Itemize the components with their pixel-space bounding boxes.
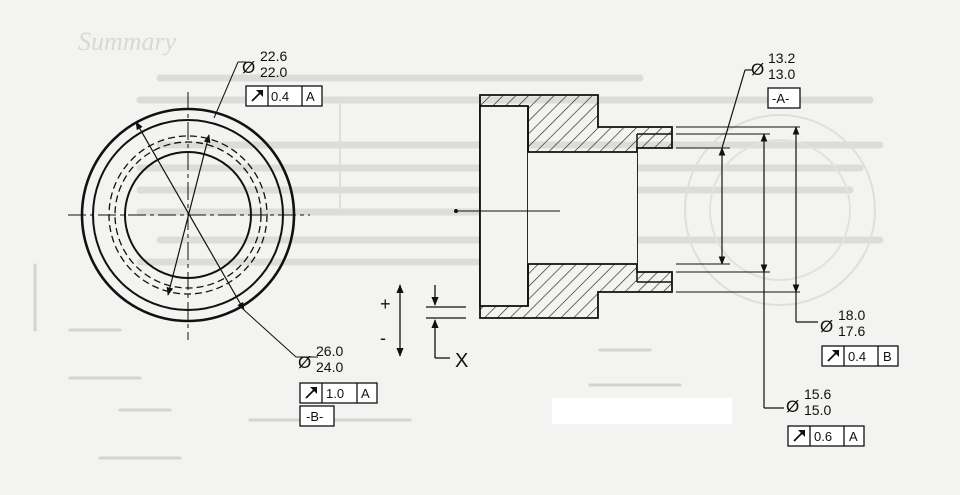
feature-control-frame: 1.0 A xyxy=(299,382,378,404)
datum-b-box: -B- xyxy=(299,405,335,427)
dim-upper: 13.2 xyxy=(768,50,795,66)
dim-13: Ø 13.2 13.0 -A- xyxy=(751,50,801,109)
dim-outer-22: Ø 22.6 22.0 0.4 A xyxy=(242,48,323,107)
white-patch xyxy=(552,398,732,424)
dim-lower: 15.0 xyxy=(804,402,831,418)
left-end-view xyxy=(68,61,310,358)
fcf-datum: A xyxy=(849,429,858,444)
dim-lower: 22.0 xyxy=(260,64,287,80)
plus-sign: + xyxy=(380,294,391,314)
feature-control-frame: 0.4 B xyxy=(821,345,899,367)
fcf-datum: A xyxy=(306,89,315,104)
dim-upper: 22.6 xyxy=(260,48,287,64)
runout-arrow-icon xyxy=(827,350,839,362)
fcf-datum: B xyxy=(883,349,892,364)
diameter-symbol: Ø xyxy=(298,353,311,372)
x-label: X xyxy=(455,350,468,372)
diameter-symbol: Ø xyxy=(820,317,833,336)
background-bleed: Summary xyxy=(33,27,884,460)
runout-arrow-icon xyxy=(251,90,263,102)
minus-sign: - xyxy=(380,328,386,348)
datum-label: -A- xyxy=(772,91,789,106)
dim-18: Ø 18.0 17.6 0.4 B xyxy=(820,307,899,367)
diameter-symbol: Ø xyxy=(786,397,799,416)
dim-lower: 24.0 xyxy=(316,359,343,375)
datum-label: -B- xyxy=(306,409,323,424)
fcf-tolerance: 0.6 xyxy=(814,429,832,444)
dim-upper: 15.6 xyxy=(804,386,831,402)
feature-control-frame: 0.4 A xyxy=(245,85,323,107)
background-heading: Summary xyxy=(78,27,177,56)
section-view: + - X xyxy=(380,69,818,409)
diameter-symbol: Ø xyxy=(242,58,255,77)
feature-control-frame: 0.6 A xyxy=(787,425,865,447)
dim-lower: 13.0 xyxy=(768,66,795,82)
dim-lower: 17.6 xyxy=(838,323,865,339)
datum-a-box: -A- xyxy=(767,87,801,109)
runout-arrow-icon xyxy=(305,387,317,399)
fcf-tolerance: 1.0 xyxy=(326,386,344,401)
dim-outer-26: Ø 26.0 24.0 1.0 A -B- xyxy=(296,343,378,427)
diameter-symbol: Ø xyxy=(751,60,764,79)
fcf-tolerance: 0.4 xyxy=(848,349,866,364)
dim-15: Ø 15.6 15.0 0.6 A xyxy=(786,386,865,447)
dim-upper: 26.0 xyxy=(316,343,343,359)
runout-arrow-icon xyxy=(793,430,805,442)
position-tolerance-indicator xyxy=(396,284,466,359)
fcf-tolerance: 0.4 xyxy=(271,89,289,104)
fcf-datum: A xyxy=(361,386,370,401)
dim-upper: 18.0 xyxy=(838,307,865,323)
